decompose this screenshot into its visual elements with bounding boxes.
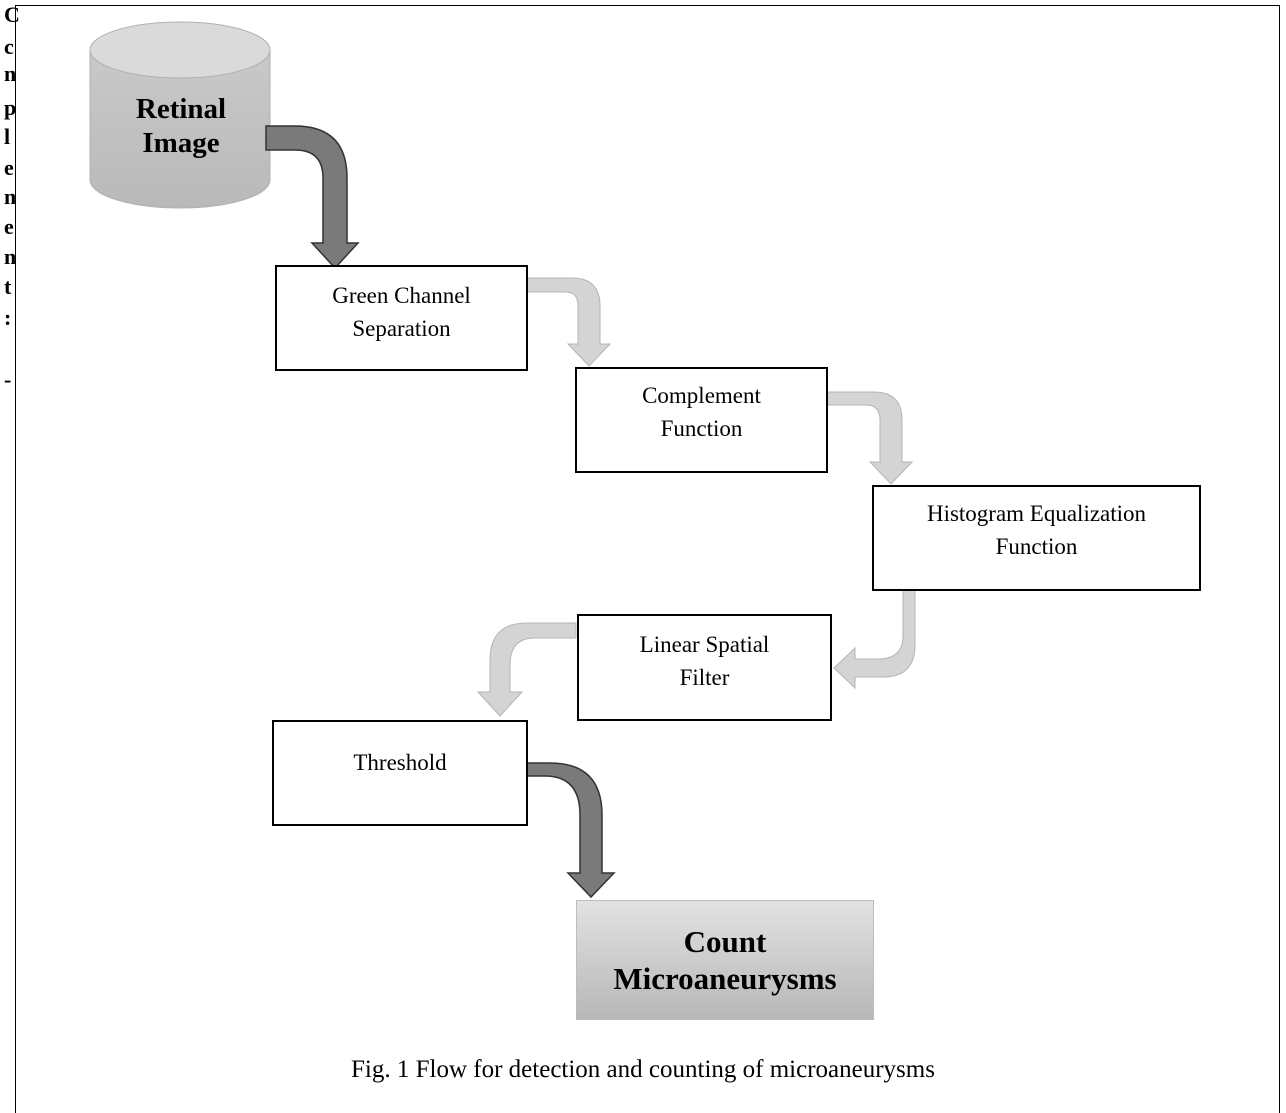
margin-fragment: n <box>4 61 17 86</box>
margin-fragment: - <box>4 367 12 392</box>
figure-caption: Fig. 1 Flow for detection and counting o… <box>351 1056 935 1083</box>
step-label: Complement Function <box>642 383 761 441</box>
arrow-icon <box>476 622 577 717</box>
margin-fragment: n <box>4 184 17 209</box>
margin-fragment: : <box>4 305 12 330</box>
arrow-icon <box>265 125 360 270</box>
margin-fragment: n <box>4 244 17 269</box>
arrow-icon <box>826 391 914 485</box>
database-cylinder-icon <box>89 21 271 209</box>
margin-fragment: c <box>4 34 14 59</box>
step-box-green-channel: Green Channel Separation <box>275 265 528 371</box>
arrow-icon <box>526 277 612 367</box>
step-box-threshold: Threshold <box>272 720 528 826</box>
result-box-count-microaneurysms: Count Microaneurysms <box>576 900 874 1020</box>
result-label: Count Microaneurysms <box>613 924 837 996</box>
margin-fragment: t <box>4 274 12 299</box>
step-label: Linear Spatial Filter <box>639 632 770 690</box>
margin-fragment: l <box>4 124 11 149</box>
step-label: Histogram Equalization Function <box>926 501 1147 559</box>
margin-fragment: e <box>4 155 14 180</box>
margin-fragment: p <box>4 95 17 120</box>
step-label: Threshold <box>353 750 447 775</box>
arrow-icon <box>833 589 916 690</box>
margin-fragment: e <box>4 214 14 239</box>
step-box-histogram: Histogram Equalization Function <box>872 485 1201 591</box>
step-label: Green Channel Separation <box>332 283 471 341</box>
source-label: Retinal Image <box>135 93 227 159</box>
figure-frame <box>15 5 1280 1113</box>
step-box-linear-spatial-filter: Linear Spatial Filter <box>577 614 832 721</box>
step-box-complement: Complement Function <box>575 367 828 473</box>
arrow-icon <box>526 762 616 899</box>
margin-fragment: C <box>4 2 20 27</box>
